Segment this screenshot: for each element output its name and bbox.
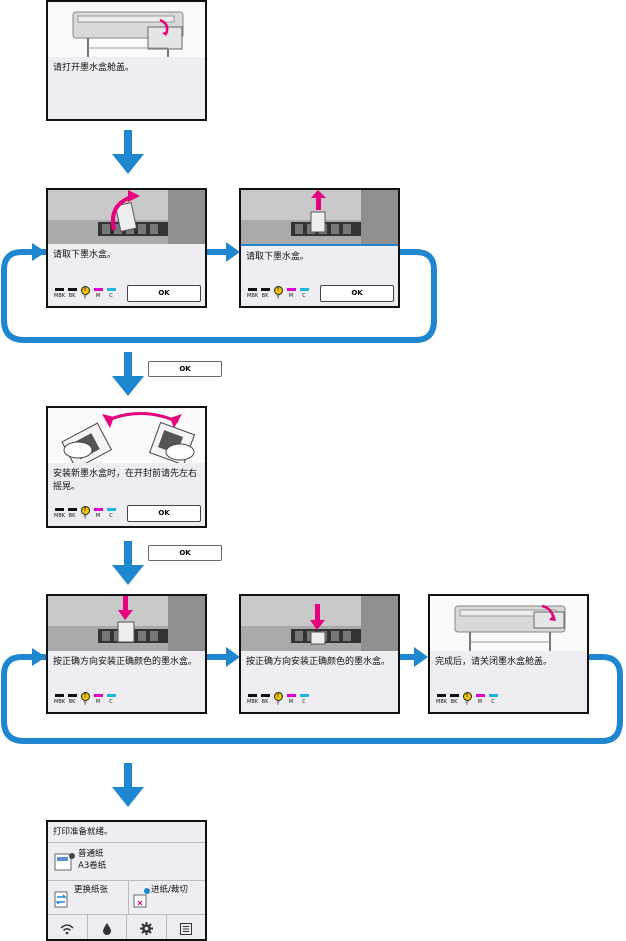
message-area: 请取下墨水盒。 MBK BK !Y M C OK [48,244,205,306]
ink-status: MBK BK !Y M C [54,692,116,707]
ok-button[interactable]: OK [127,505,201,522]
feed-cut-icon [133,888,150,908]
message-text: 请取下墨水盒。 [246,252,310,262]
install-illustration [48,596,205,651]
screen-remove-cartridge-2: 请取下墨水盒。 MBK BK !Y M C OK [239,188,400,308]
change-paper-button[interactable]: 更换纸张 [48,881,128,915]
ink-button[interactable] [88,915,127,939]
ink-status: MBK BK !Y M C [54,506,116,521]
loop-arrow-1 [1,242,437,343]
warning-icon: ! [462,692,472,701]
remove-illustration [48,190,205,244]
ink-label-y: Y [83,295,87,301]
message-text: 按正确方向安装正确颜色的墨水盒。 [53,657,198,667]
loop-arrow-2 [1,647,623,744]
message-text: 请打开墨水盒舱盖。 [53,63,135,73]
bottom-toolbar [48,914,206,939]
flow-arrow-down-icon [112,130,144,174]
message-text: 安装新墨水盒时，在开封前请先左右摇晃。 [53,469,198,492]
ink-label-bk: BK [68,293,76,299]
printer-illustration [48,2,205,57]
flow-arrow-down-icon [112,541,144,585]
ink-status: MBK BK !Y M C [54,286,116,301]
change-paper-icon [54,891,68,908]
screen-home: 打印准备就绪。 普通纸 A3卷纸 更换纸张 进纸/裁切 [46,820,207,941]
printer-image [72,11,184,57]
warning-icon: ! [80,286,90,295]
shake-illustration [48,408,205,463]
message-text: 按正确方向安装正确颜色的墨水盒。 [246,657,391,667]
screen-open-cover: 请打开墨水盒舱盖。 [46,0,207,121]
ink-label-mbk: MBK [54,293,66,299]
feed-cut-label: 进纸/裁切 [151,885,188,895]
flow-arrow-down-icon [112,352,144,396]
install-illustration-2 [241,596,398,651]
ink-status: MBK BK !Y M C [247,692,309,707]
message-area: 按正确方向安装正确颜色的墨水盒。 MBK BK !Y M C [241,651,398,712]
ink-label-c: C [109,293,113,299]
ink-label-m: M [95,293,101,299]
change-paper-label: 更换纸张 [74,885,109,895]
message-area: 按正确方向安装正确颜色的墨水盒。 MBK BK !Y M C [48,651,205,712]
wifi-button[interactable] [48,915,88,939]
paper-size: A3卷纸 [78,861,107,871]
warning-icon: ! [80,506,90,515]
message-area: 完成后，请关闭墨水盒舱盖。 MBK BK !Y M C [430,651,587,712]
ok-button-reference: OK [148,545,222,561]
warning-icon: ! [273,692,283,701]
screen-shake-cartridge: 安装新墨水盒时，在开封前请先左右摇晃。 MBK BK !Y M C OK [46,406,207,528]
warning-icon: ! [273,286,283,295]
message-text: 请取下墨水盒。 [53,250,117,260]
flow-arrow-down-icon [112,763,144,807]
jobs-button[interactable] [167,915,206,939]
message-area: 请打开墨水盒舱盖。 [48,57,205,119]
paper-type: 普通纸 [78,849,104,859]
message-area: 请取下墨水盒。 MBK BK !Y M C OK [241,246,398,306]
gear-icon [139,922,153,935]
ink-status: MBK BK !Y M C [436,692,498,707]
screen-remove-cartridge-1: 请取下墨水盒。 MBK BK !Y M C OK [46,188,207,308]
message-area: 安装新墨水盒时，在开封前请先左右摇晃。 MBK BK !Y M C OK [48,463,205,526]
remove-illustration-2 [241,190,398,244]
settings-button[interactable] [127,915,167,939]
ok-button[interactable]: OK [320,285,394,302]
printer-illustration-close [430,596,587,651]
divider [241,244,398,246]
ok-button[interactable]: OK [127,285,201,302]
warning-icon: ! [80,692,90,701]
list-icon [179,922,192,935]
screen-close-cover: 完成后，请关闭墨水盒舱盖。 MBK BK !Y M C [428,594,589,714]
feed-cut-button[interactable]: 进纸/裁切 [129,881,205,915]
message-text: 完成后，请关闭墨水盒舱盖。 [435,657,553,667]
paper-roll-icon [54,853,75,871]
wifi-icon [60,923,74,934]
screen-install-cartridge-2: 按正确方向安装正确颜色的墨水盒。 MBK BK !Y M C [239,594,400,714]
ink-drop-icon [102,923,111,935]
ink-status: MBK BK !Y M C [247,286,309,301]
status-text: 打印准备就绪。 [53,827,113,837]
ok-button-reference: OK [148,361,222,377]
paper-info[interactable]: 普通纸 A3卷纸 [48,842,205,881]
screen-install-cartridge-1: 按正确方向安装正确颜色的墨水盒。 MBK BK !Y M C [46,594,207,714]
